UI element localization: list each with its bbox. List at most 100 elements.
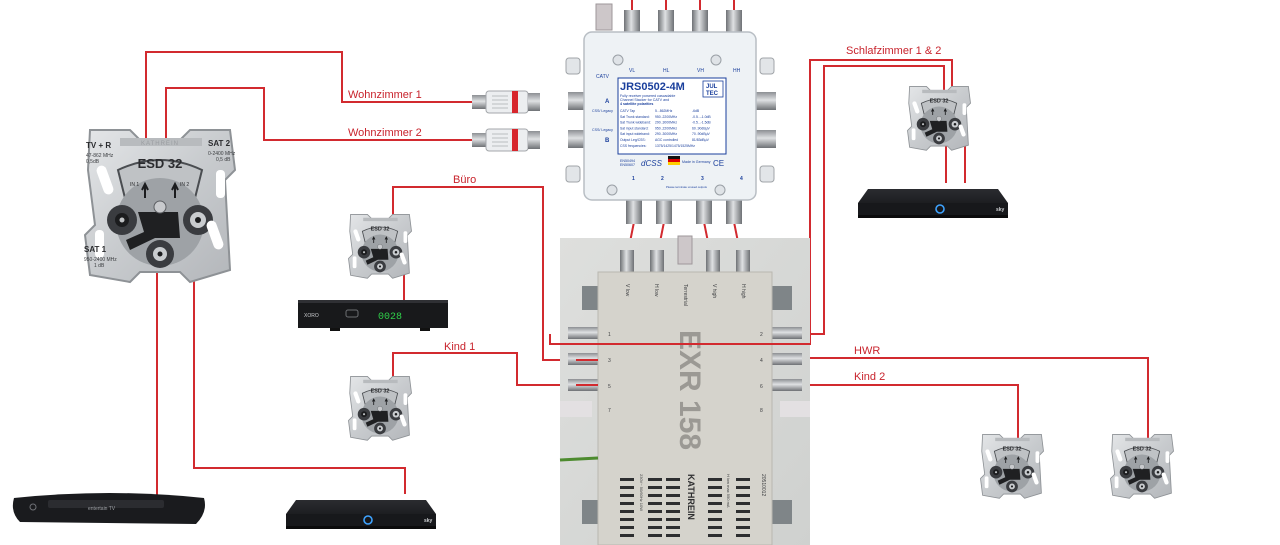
receiver-entertain-tv: entertain TV xyxy=(12,493,205,524)
outlet-in2: IN 2 xyxy=(180,182,189,188)
multiswitch-output-3: 3 xyxy=(608,358,611,364)
label-wohnzimmer-2: Wohnzimmer 2 xyxy=(348,127,422,139)
stacker-spec-cell: Sat input standard: xyxy=(620,126,649,130)
sky-logo: sky xyxy=(424,518,433,524)
stacker-spec-cell: -0.5...-1.0dB xyxy=(692,115,711,119)
cable-wohnzimmer-sky xyxy=(193,214,406,494)
multiswitch-model: EXR 158 xyxy=(673,330,706,450)
stacker-input-hh: HH xyxy=(733,68,741,74)
outlet-model: ESD 32 xyxy=(1003,446,1022,452)
multiswitch-output-2: 2 xyxy=(760,332,763,338)
multiswitch-output-5: 5 xyxy=(608,384,611,390)
stacker-spec-cell: 60..90dBµV xyxy=(692,126,711,130)
outlet-wohnzimmer: ESD 32 TV + R 47-862 MHz 0,5dB SAT 2 0-2… xyxy=(84,129,236,283)
cable-schlafzimmer-1 xyxy=(549,59,953,345)
outlet-tv-label: TV + R xyxy=(86,141,111,150)
multiswitch: V low H low Terrestrial V high H high 1 … xyxy=(559,235,810,545)
multiswitch-mains: 230V~ 50/60Hz 10W xyxy=(639,474,644,511)
stacker-desc-1: Fully receiver powered cascadable xyxy=(620,94,675,98)
outlet-model: ESD 32 xyxy=(371,388,390,394)
cable-wohnzimmer-1 xyxy=(145,51,480,180)
stacker-spec-cell: Sat Trunk wideband: xyxy=(620,121,651,125)
multiswitch-brand: KATHREIN xyxy=(686,474,696,520)
stacker-spec-cell: 950..2200MHz xyxy=(655,115,677,119)
xoro-logo: XORO xyxy=(304,313,319,319)
outlet-sat2-spec1: 0-2400 MHz xyxy=(208,151,236,157)
stacker-cert-2: EN50607 xyxy=(620,163,635,167)
multiswitch-power: H low max 550 mA xyxy=(726,474,731,508)
label-hwr: HWR xyxy=(854,345,880,357)
cable-kind-1 xyxy=(392,352,576,392)
stacker-desc-2: Channel Stacker for CATV and xyxy=(620,98,669,102)
outlet-model: ESD 32 xyxy=(371,226,390,232)
stacker-port-b: B xyxy=(605,138,610,144)
stacker-spec-cell: CATV Tap xyxy=(620,109,635,113)
multiswitch-output-4: 4 xyxy=(760,358,763,364)
receiver-sky-schlafzimmer: sky xyxy=(857,188,1009,219)
stacker-cert-1: EN50494 xyxy=(620,159,635,163)
multiswitch-input-terrestrial: Terrestrial xyxy=(682,284,688,306)
receiver-sky-wohnzimmer: sky xyxy=(285,499,437,530)
stacker-input-vh: VH xyxy=(697,68,704,74)
stacker-output-1: 1 xyxy=(632,176,635,182)
stacker-output-2: 2 xyxy=(661,176,664,182)
multiswitch-output-6: 6 xyxy=(760,384,763,390)
stacker-spec-cell: Sat Trunk standard: xyxy=(620,115,650,119)
stacker-spec-cell: CSS frequencies: xyxy=(620,144,646,148)
stacker-made-in: Made in Germany xyxy=(682,160,711,164)
multiswitch-output-1: 1 xyxy=(608,332,611,338)
outlet-sat2-spec2: 0,5 dB xyxy=(216,157,231,163)
stacker-spec-cell: 81/83dBµV xyxy=(692,138,710,142)
multiswitch-input-v-high: V high xyxy=(711,284,717,298)
stacker-input-vl: VL xyxy=(629,68,635,74)
outlet-kind-1: ESD 32 xyxy=(348,375,412,441)
stacker-spec-cell: Output Leg/CSS: xyxy=(620,138,646,142)
stacker-spec-cell: AGC controlled xyxy=(655,138,678,142)
label-kind-1: Kind 1 xyxy=(444,341,475,353)
stacker-ce-mark: CE xyxy=(713,159,724,168)
outlet-tv-spec2: 0,5dB xyxy=(86,159,100,165)
stacker-spec-cell: 5...862MHz xyxy=(655,109,673,113)
stacker-desc-3: 4 satellite polarities xyxy=(620,102,653,106)
outlet-hwr: ESD 32 xyxy=(1110,433,1174,499)
outlet-model: ESD 32 xyxy=(1133,446,1152,452)
stacker-output-3: 3 xyxy=(701,176,704,182)
room-labels: Wohnzimmer 1 Wohnzimmer 2 Büro Kind 1 Sc… xyxy=(348,45,941,383)
outlet-sat1-label: SAT 1 xyxy=(84,245,107,254)
stacker-brand-1: JUL xyxy=(706,84,718,90)
sky-logo: sky xyxy=(996,207,1005,213)
multiswitch-output-7: 7 xyxy=(608,408,611,414)
multiswitch-input-h-low: H low xyxy=(653,284,659,297)
stacker-spec-cell: 1375/1425/1475/1525MHz xyxy=(655,144,695,148)
label-schlafzimmer: Schlafzimmer 1 & 2 xyxy=(846,45,941,57)
outlet-model: ESD 32 xyxy=(930,98,949,104)
stacker-spec-cell: -0.5...-1.5dB xyxy=(692,121,711,125)
label-kind-2: Kind 2 xyxy=(854,371,885,383)
label-wohnzimmer-1: Wohnzimmer 1 xyxy=(348,89,422,101)
channel-stacker: CATV VL HL VH HH JRS0502-4M JUL TEC Full… xyxy=(565,3,776,224)
outlet-model: ESD 32 xyxy=(138,156,183,171)
label-buero: Büro xyxy=(453,174,476,186)
filter-wohnzimmer-2 xyxy=(472,128,540,152)
stacker-spec-table: CATV Tap 5...862MHz -6dB Sat Trunk standard… xyxy=(620,109,711,148)
stacker-output-note: Please terminate unused outputs xyxy=(666,185,707,189)
outlet-schlafzimmer: ESD 32 xyxy=(907,85,971,151)
outlet-in1: IN 1 xyxy=(130,182,139,188)
xoro-display: 0028 xyxy=(378,312,402,323)
stacker-legacy-b: CSS/ Legacy xyxy=(592,128,613,132)
outlet-sat2-label: SAT 2 xyxy=(208,139,231,148)
outlet-tv-spec1: 47-862 MHz xyxy=(86,153,114,159)
cables-overlay xyxy=(550,343,810,386)
stacker-legacy-a: CSS/ Legacy xyxy=(592,109,613,113)
stacker-css-logo: dCSS xyxy=(641,159,663,168)
stacker-output-4: 4 xyxy=(740,176,743,182)
entertain-logo: entertain TV xyxy=(88,506,116,512)
stacker-input-hl: HL xyxy=(663,68,670,74)
stacker-spec-cell: Sat input wideband: xyxy=(620,132,650,136)
stacker-spec-cell: 950..2200MHz xyxy=(655,126,677,130)
multiswitch-input-h-high: H high xyxy=(740,284,746,299)
stacker-input-catv: CATV xyxy=(596,74,610,80)
outlet-sat1-spec2: 1 dB xyxy=(94,263,105,269)
stacker-spec-cell: -6dB xyxy=(692,109,700,113)
